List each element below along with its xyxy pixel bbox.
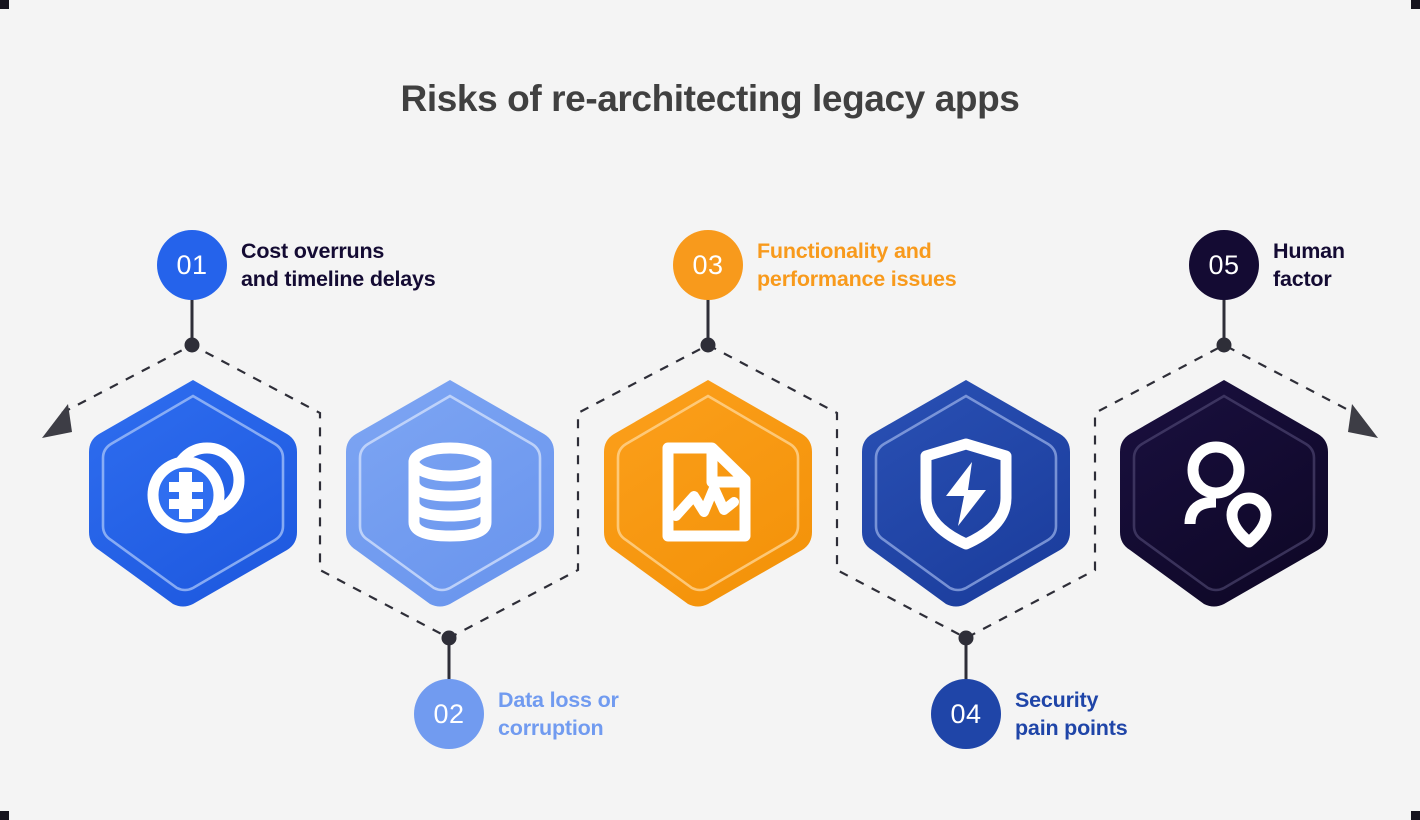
badge-02: 02	[414, 679, 484, 749]
hexagon-step-03[interactable]	[600, 376, 816, 608]
node-step-05[interactable]: 05 Human factor	[1189, 230, 1345, 300]
node-step-01[interactable]: 01 Cost overruns and timeline delays	[157, 230, 436, 300]
label-02: Data loss or corruption	[498, 687, 619, 740]
crop-mark-top-right	[1411, 0, 1420, 9]
connector-dot-03	[700, 337, 716, 353]
label-01: Cost overruns and timeline delays	[241, 238, 436, 291]
connector-dot-05	[1216, 337, 1232, 353]
document-chart-icon	[662, 442, 751, 542]
crop-mark-top-left	[0, 0, 9, 9]
connector-dot-02	[441, 630, 457, 646]
arrowhead-right	[1348, 404, 1378, 438]
arrowhead-left	[42, 404, 72, 438]
database-icon	[408, 442, 492, 542]
hexagon-step-01[interactable]	[85, 376, 301, 608]
badge-03: 03	[673, 230, 743, 300]
hexagon-step-04[interactable]	[858, 376, 1074, 608]
label-05: Human factor	[1273, 238, 1345, 291]
label-03: Functionality and performance issues	[757, 238, 957, 291]
connector-dot-01	[184, 337, 200, 353]
page-title: Risks of re-architecting legacy apps	[400, 78, 1020, 119]
node-step-03[interactable]: 03 Functionality and performance issues	[673, 230, 957, 300]
connector-dot-04	[958, 630, 974, 646]
crop-mark-bottom-right	[1411, 811, 1420, 820]
hexagon-step-05[interactable]	[1116, 376, 1332, 608]
badge-01: 01	[157, 230, 227, 300]
badge-05: 05	[1189, 230, 1259, 300]
node-step-04[interactable]: 04 Security pain points	[931, 679, 1128, 749]
badge-04: 04	[931, 679, 1001, 749]
node-step-02[interactable]: 02 Data loss or corruption	[414, 679, 619, 749]
hexagon-step-02[interactable]	[342, 376, 558, 608]
label-04: Security pain points	[1015, 687, 1128, 740]
user-location-icon	[1184, 441, 1245, 525]
shield-bolt-icon	[920, 438, 1012, 550]
crop-mark-bottom-left	[0, 811, 9, 820]
